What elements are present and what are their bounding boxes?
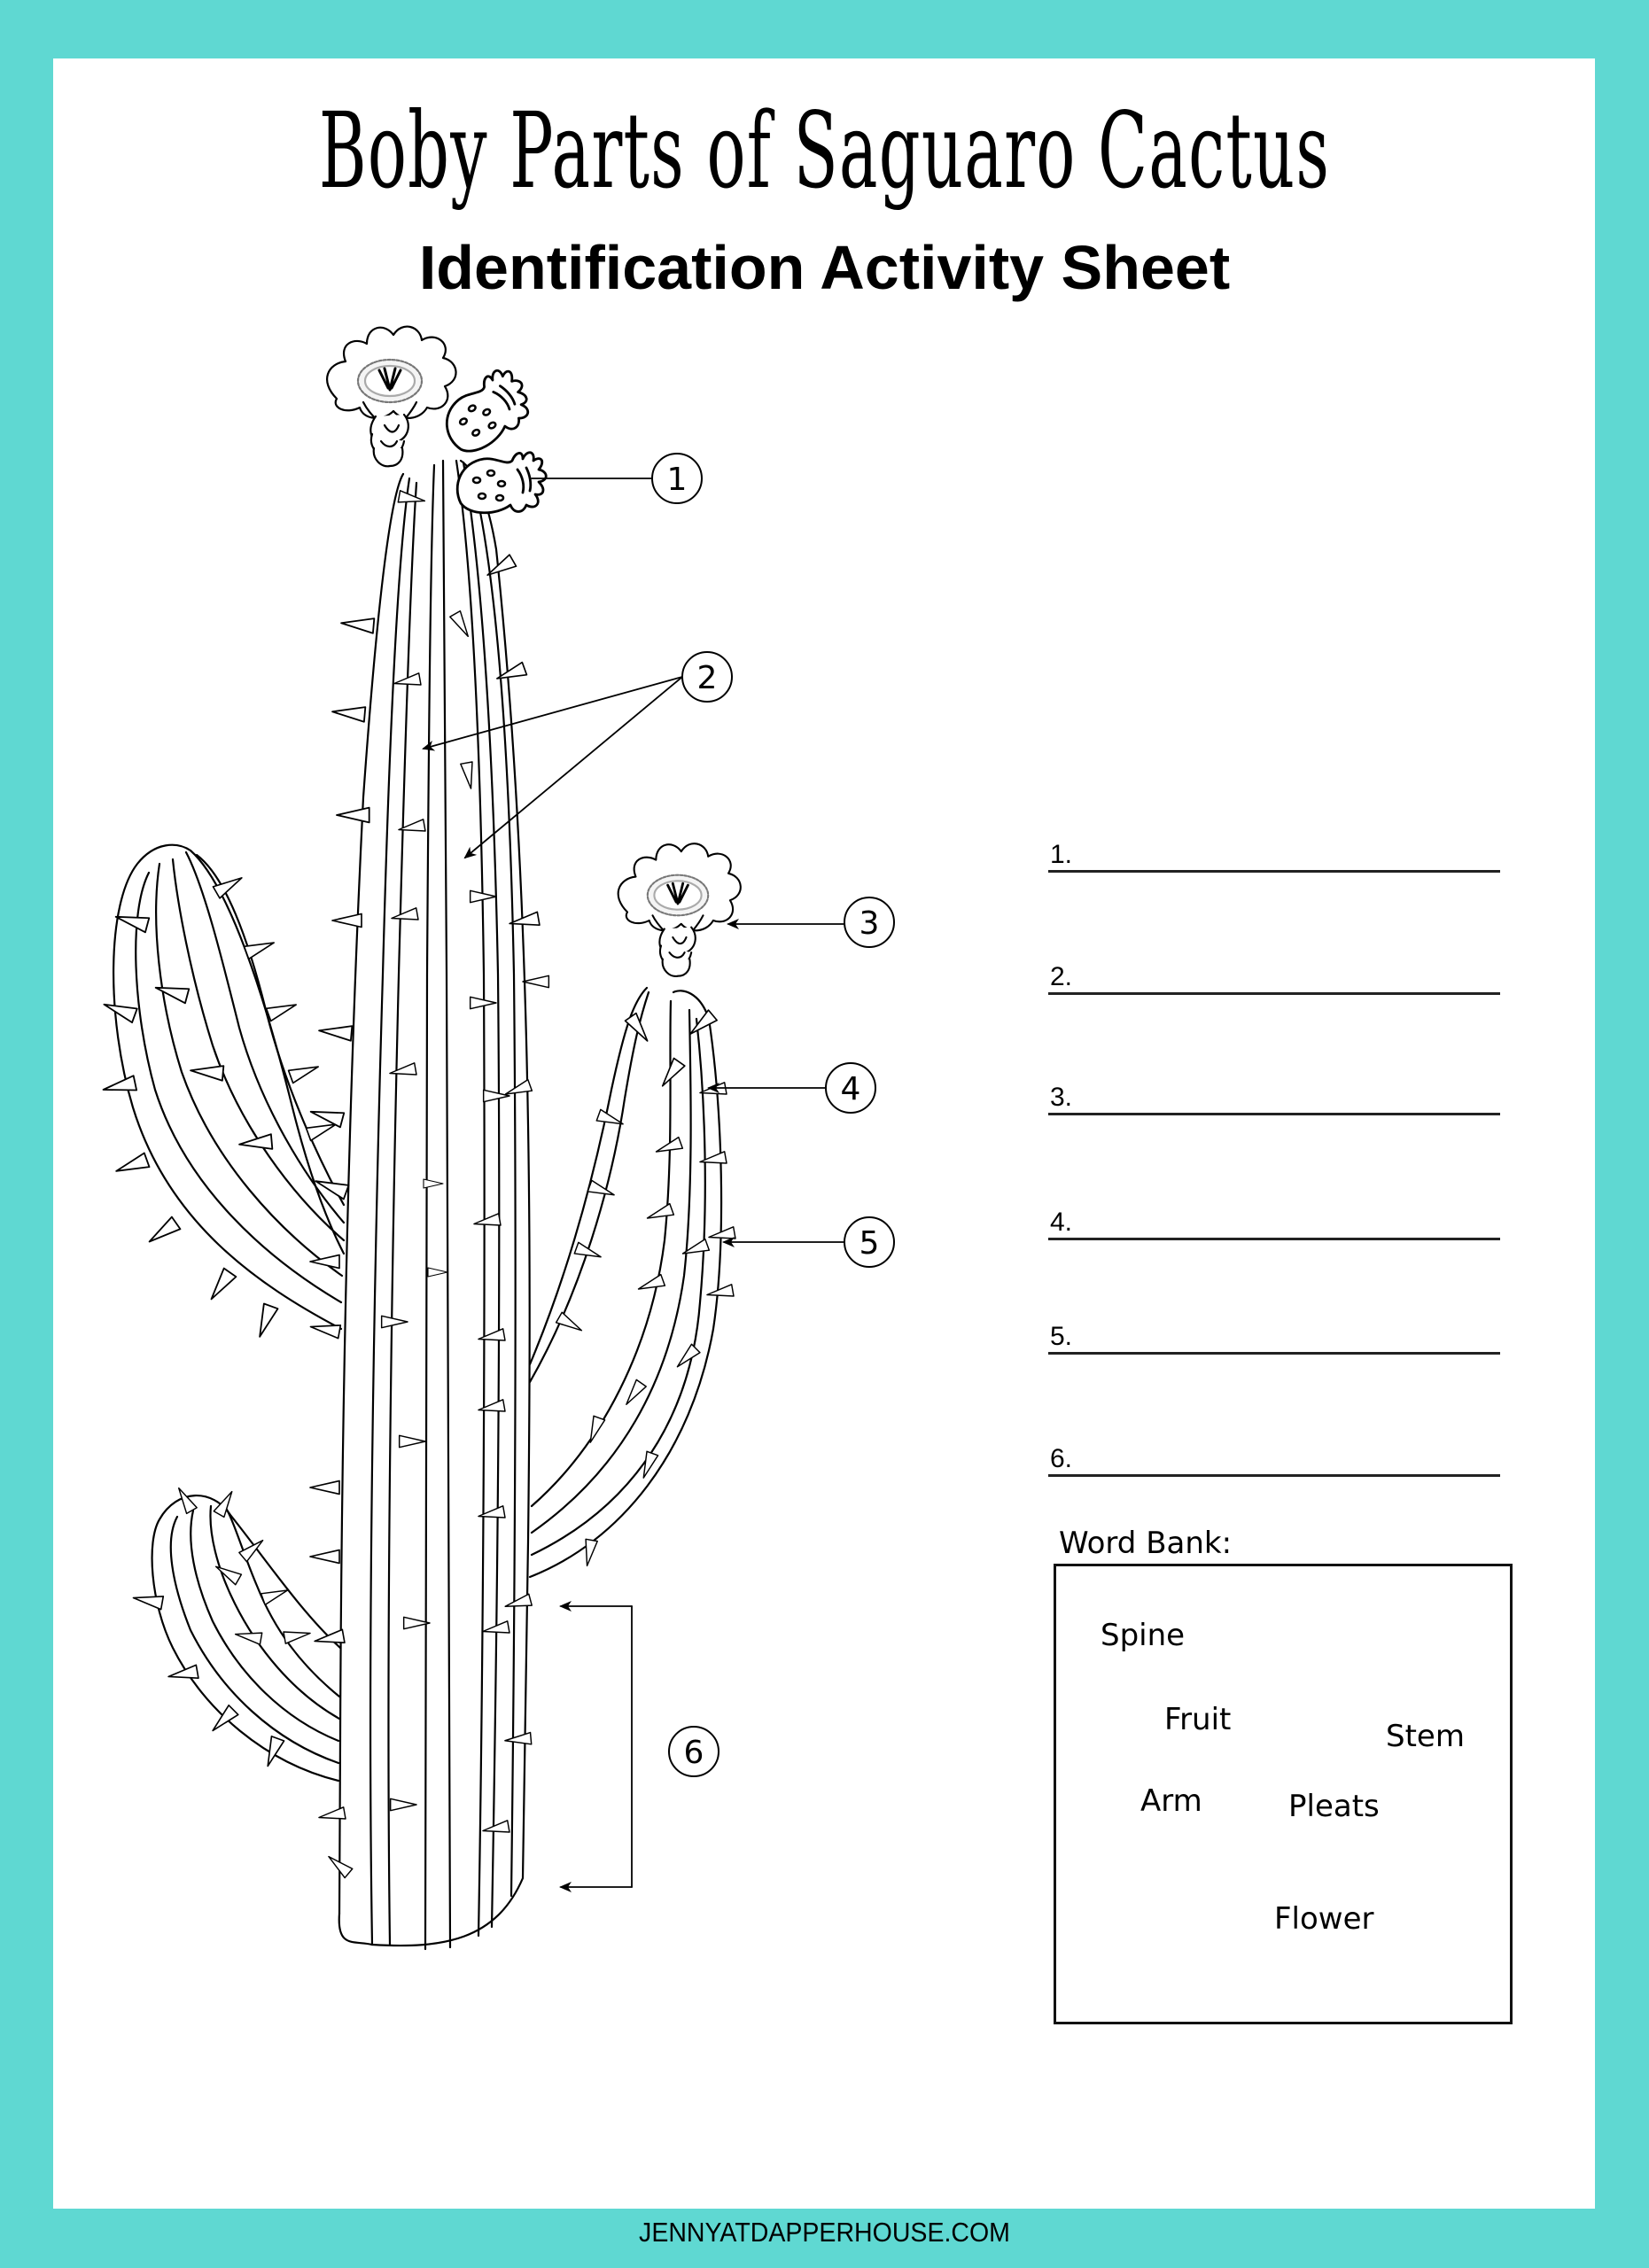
svg-text:2: 2 [697,660,718,696]
answer-label: 4. [1050,1208,1073,1237]
answer-row-2[interactable]: 2. [1048,959,1500,995]
word-bank-word-spine[interactable]: Spine [1101,1618,1186,1653]
callout-5: 5 [844,1216,895,1268]
answer-blank-line[interactable] [1048,992,1500,995]
callout-6: 6 [668,1726,719,1777]
word-bank-word-pleats[interactable]: Pleats [1288,1789,1380,1824]
svg-text:4: 4 [841,1071,861,1107]
callout-lines [422,478,844,1892]
right-arm [528,986,736,1579]
footer-website: JENNYATDAPPERHOUSE.COM [639,2217,1010,2248]
left-arm [100,843,346,1340]
answer-row-5[interactable]: 5. [1048,1319,1500,1355]
main-stem-flower [325,325,458,468]
callout-2: 2 [681,651,733,703]
svg-text:5: 5 [860,1225,880,1262]
answer-label: 6. [1050,1444,1073,1473]
callout-4: 4 [825,1062,876,1114]
word-bank-label: Word Bank: [1059,1526,1233,1561]
lower-left-arm [131,1484,342,1783]
answer-blank-line[interactable] [1048,1113,1500,1115]
word-bank-word-stem[interactable]: Stem [1386,1719,1465,1754]
page-title: Boby Parts of Saguaro Cactus [318,89,1331,212]
answer-label: 2. [1050,962,1073,991]
answer-row-6[interactable]: 6. [1048,1441,1500,1477]
callout-3: 3 [844,897,895,948]
answer-row-3[interactable]: 3. [1048,1080,1500,1115]
main-stem-fruit-lower [455,451,548,515]
svg-text:6: 6 [684,1735,704,1771]
answer-label: 3. [1050,1083,1073,1112]
callout-2-leader-b [463,676,683,859]
answer-row-4[interactable]: 4. [1048,1205,1500,1240]
callout-1: 1 [651,453,703,504]
answer-blank-line[interactable] [1048,1352,1500,1355]
right-arm-flower [617,842,743,978]
word-bank-word-arm[interactable]: Arm [1140,1783,1202,1819]
svg-text:1: 1 [667,462,688,498]
callout-2-leader-a [422,676,683,751]
word-bank-word-flower[interactable]: Flower [1274,1901,1374,1937]
answer-row-1[interactable]: 1. [1048,837,1500,873]
answer-label: 5. [1050,1322,1073,1351]
answer-label: 1. [1050,840,1073,869]
answer-blank-line[interactable] [1048,1474,1500,1477]
svg-text:3: 3 [860,905,880,942]
answer-blank-line[interactable] [1048,1238,1500,1240]
word-bank-box: Spine Fruit Stem Arm Pleats Flower [1054,1564,1513,2024]
word-bank-word-fruit[interactable]: Fruit [1164,1702,1232,1737]
main-stem [307,459,550,1951]
answer-blank-line[interactable] [1048,870,1500,873]
page-subtitle: Identification Activity Sheet [418,233,1231,302]
